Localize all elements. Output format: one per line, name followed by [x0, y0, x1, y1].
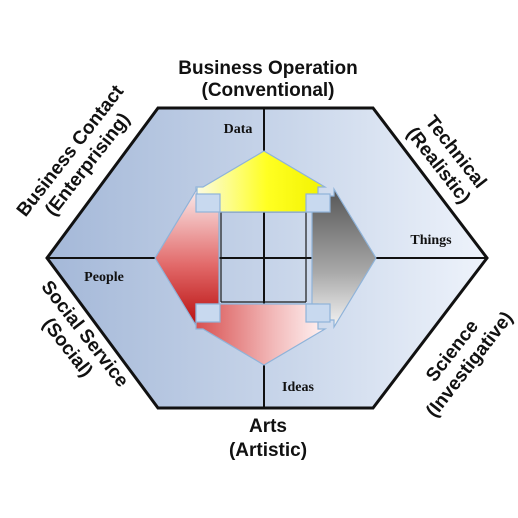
corner-squares — [195, 193, 331, 323]
theme-bottom-name: Arts — [249, 416, 287, 437]
things-label: Things — [410, 233, 452, 248]
theme-top-name: Business Operation — [178, 58, 358, 79]
data-label: Data — [224, 122, 253, 137]
theme-bottom-type: (Artistic) — [229, 440, 307, 461]
ideas-label: Ideas — [282, 380, 314, 395]
people-label: People — [84, 270, 124, 285]
theme-top-type: (Conventional) — [202, 80, 335, 101]
